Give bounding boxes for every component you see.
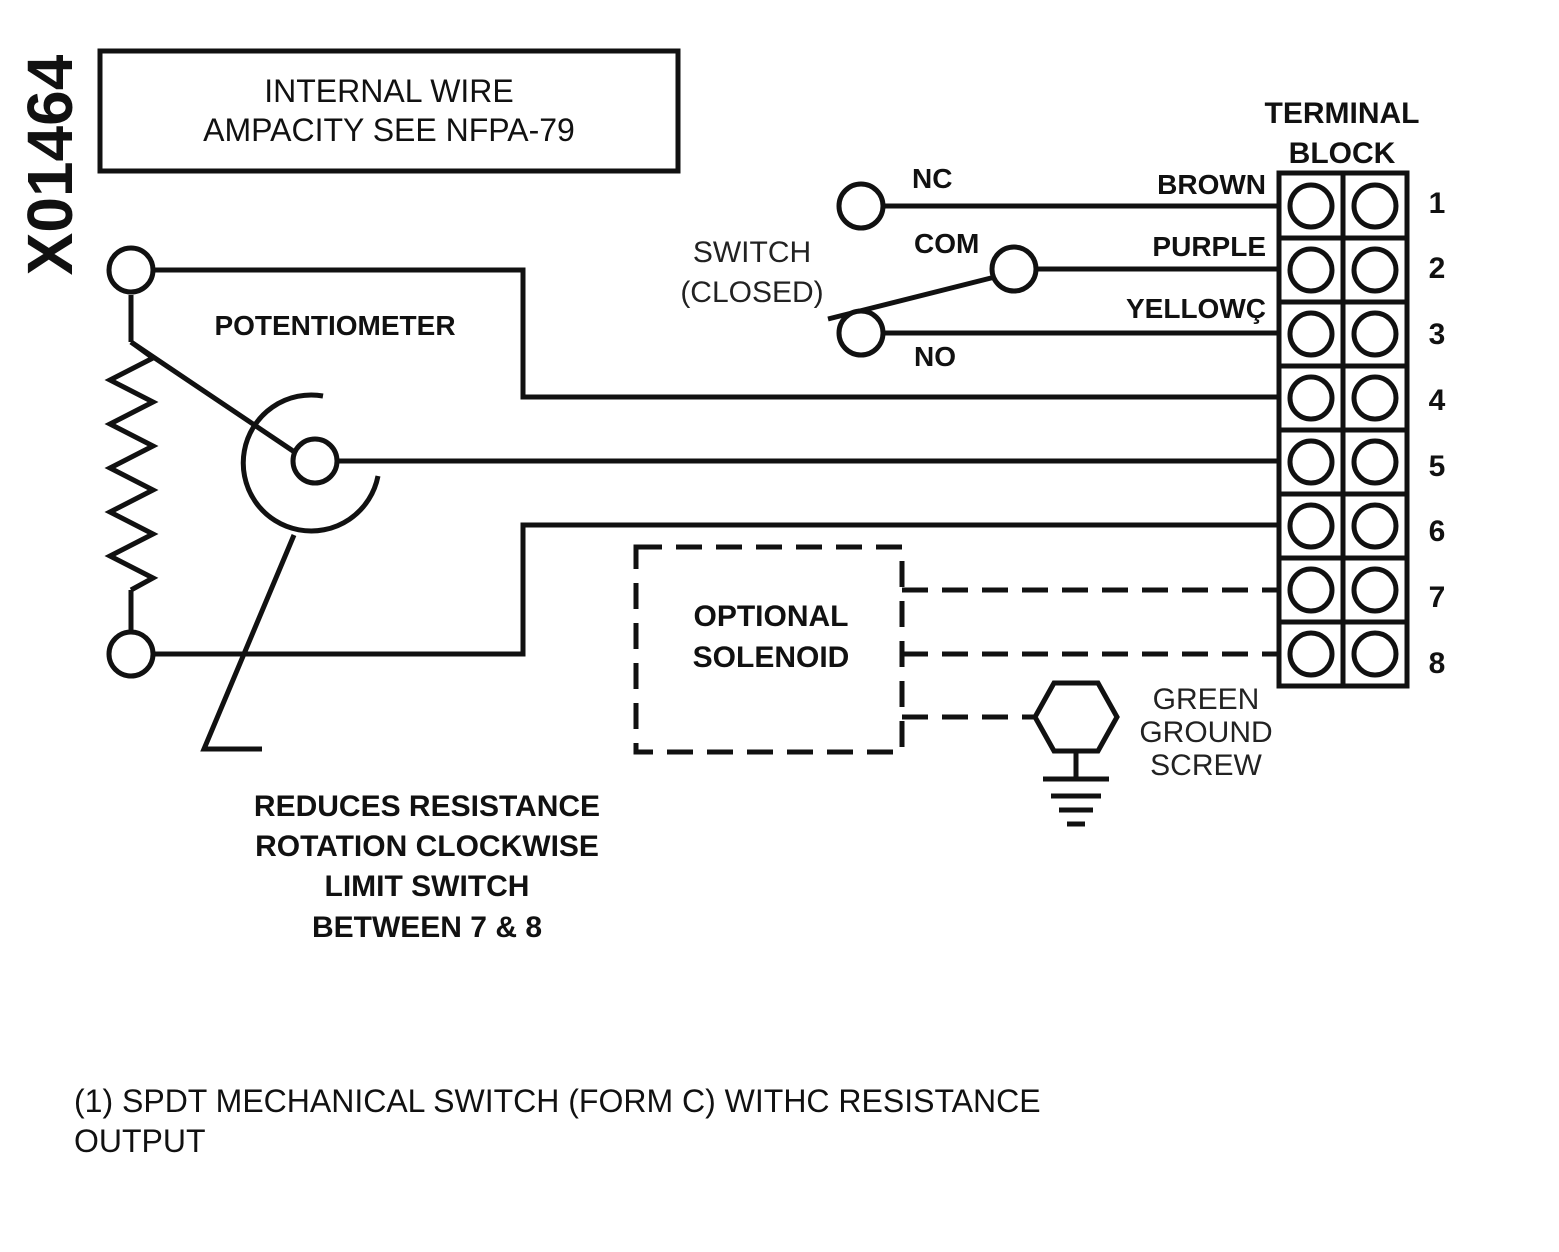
ground-label-line-1: GREEN [1153, 683, 1260, 716]
terminal-number-8: 8 [1429, 647, 1446, 680]
spdt-switch [827, 181, 1279, 358]
wire-color-brown: BROWN [1157, 169, 1266, 200]
hex-screw-icon [1032, 680, 1120, 754]
pot-top-terminal [106, 245, 156, 295]
wire-pot-bottom [154, 522, 1279, 657]
wire-pot-top [154, 267, 1279, 400]
rotation-note-line-4: BETWEEN 7 & 8 [312, 911, 542, 944]
pot-bottom-terminal [106, 629, 156, 679]
solenoid-label-line-2: SOLENOID [693, 641, 850, 674]
switch-com-terminal [989, 244, 1039, 294]
switch-label-line-2: (CLOSED) [680, 276, 823, 309]
terminal-block [1276, 170, 1410, 689]
switch-no-terminal [836, 308, 886, 358]
terminal-block-title-line-1: TERMINAL [1265, 97, 1420, 130]
switch-no-label: NO [914, 341, 956, 372]
terminal-number-3: 3 [1429, 318, 1446, 351]
rotation-arc [240, 392, 381, 534]
wire-color-purple: PURPLE [1152, 231, 1266, 262]
switch-com-label: COM [914, 228, 979, 259]
wire-color-yellow: YELLOWÇ [1126, 293, 1266, 324]
note-box [97, 48, 681, 174]
note-line-1: INTERNAL WIRE [264, 73, 514, 109]
rotation-note-line-1: REDUCES RESISTANCE [254, 790, 600, 823]
terminal-number-2: 2 [1429, 252, 1446, 285]
switch-nc-terminal [836, 181, 886, 231]
rotation-note-line-2: ROTATION CLOCKWISE [255, 830, 599, 863]
switch-nc-label: NC [912, 163, 952, 194]
optional-solenoid [633, 544, 1279, 755]
leader-line [200, 534, 297, 752]
footnote-line-2: OUTPUT [74, 1123, 206, 1159]
ground-label-line-2: GROUND [1139, 716, 1272, 749]
rotation-note-line-3: LIMIT SWITCH [325, 870, 530, 903]
ground-screw [1032, 680, 1120, 827]
terminal-screws [1287, 182, 1399, 678]
terminal-number-4: 4 [1429, 384, 1446, 417]
potentiometer [104, 245, 1279, 752]
switch-label-line-1: SWITCH [693, 236, 811, 269]
terminal-number-7: 7 [1429, 581, 1446, 614]
document-id: X01464 [14, 54, 86, 275]
terminal-number-6: 6 [1429, 515, 1446, 548]
pot-wiper-terminal [290, 436, 340, 486]
terminal-number-5: 5 [1429, 450, 1446, 483]
solenoid-label-line-1: OPTIONAL [694, 600, 849, 633]
resistor-zigzag [104, 339, 159, 593]
terminal-block-title-line-2: BLOCK [1289, 137, 1396, 170]
potentiometer-label: POTENTIOMETER [214, 310, 455, 341]
note-line-2: AMPACITY SEE NFPA-79 [203, 112, 575, 148]
wiper-line [129, 339, 298, 456]
terminal-number-1: 1 [1429, 187, 1446, 220]
ground-label-line-3: SCREW [1150, 749, 1262, 782]
footnote-line-1: (1) SPDT MECHANICAL SWITCH (FORM C) WITH… [74, 1083, 1041, 1119]
